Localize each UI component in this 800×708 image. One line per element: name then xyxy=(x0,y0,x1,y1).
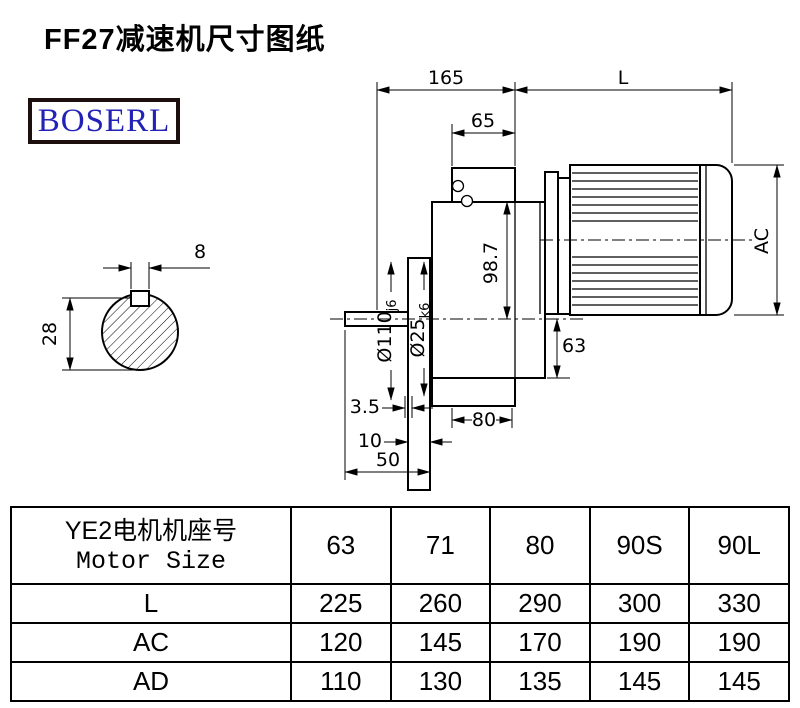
dim-65 xyxy=(451,124,516,166)
section-width-label: 28 xyxy=(39,322,61,346)
dim-AC xyxy=(734,164,784,316)
dim-AC-label: AC xyxy=(751,228,773,254)
header-motor-size: YE2电机机座号 Motor Size xyxy=(10,506,292,585)
dim-50-label: 50 xyxy=(376,449,400,471)
dim-63-label: 63 xyxy=(562,335,586,357)
dim-50 xyxy=(344,330,431,480)
table-cell: 190 xyxy=(588,622,691,663)
motor-outline xyxy=(544,164,733,316)
brand-logo: BOSERL xyxy=(28,98,180,144)
table-header-row: YE2电机机座号 Motor Size 63 71 80 90S 90L xyxy=(10,506,790,585)
column-header-80: 80 xyxy=(489,506,591,585)
column-header-90s: 90S xyxy=(588,506,691,585)
motor-cooling-fins xyxy=(572,172,698,306)
table-cell: 145 xyxy=(688,661,790,702)
table-cell: 170 xyxy=(489,622,591,663)
dim-L xyxy=(514,82,733,163)
dim-shaft-diameter-label: Ø25k6 xyxy=(407,303,433,358)
table-cell: 330 xyxy=(688,583,790,624)
table-row-AC: AC 120 145 170 190 190 xyxy=(10,622,790,663)
table-cell: 225 xyxy=(290,583,392,624)
column-header-71: 71 xyxy=(389,506,492,585)
table-cell: 110 xyxy=(290,661,392,702)
table-row-AD: AD 110 130 135 145 145 xyxy=(10,661,790,702)
motor-size-table: YE2电机机座号 Motor Size 63 71 80 90S 90L L 2… xyxy=(10,506,790,702)
column-header-63: 63 xyxy=(290,506,392,585)
table-cell: 300 xyxy=(588,583,691,624)
key-width-label: 8 xyxy=(194,241,206,263)
table-cell: 145 xyxy=(389,622,492,663)
dim-3-5-label: 3.5 xyxy=(350,396,380,418)
input-flange-bolt-holes xyxy=(451,179,474,208)
shaft-cross-section xyxy=(101,290,179,371)
dim-L-label: L xyxy=(618,67,629,89)
row-label-AD: AD xyxy=(10,661,292,702)
table-cell: 120 xyxy=(290,622,392,663)
section-width-dimension xyxy=(62,297,140,371)
header-motor-size-cn: YE2电机机座号 xyxy=(64,516,238,545)
dim-80-label: 80 xyxy=(472,409,496,431)
gearbox-outline xyxy=(344,167,546,491)
dim-flange-spigot-label: Ø110j6 xyxy=(374,299,400,362)
table-cell: 190 xyxy=(688,622,790,663)
dim-10-label: 10 xyxy=(358,430,382,452)
table-cell: 130 xyxy=(389,661,492,702)
row-label-L: L xyxy=(10,583,292,624)
table-row-L: L 225 260 290 300 330 xyxy=(10,583,790,624)
table-cell: 135 xyxy=(489,661,591,702)
dim-65-label: 65 xyxy=(471,110,495,132)
key-width-dimension xyxy=(103,262,210,289)
page-title: FF27减速机尺寸图纸 xyxy=(44,24,326,56)
header-motor-size-en: Motor Size xyxy=(75,546,227,576)
row-label-AC: AC xyxy=(10,622,292,663)
dim-98-7-label: 98.7 xyxy=(480,242,502,284)
table-cell: 260 xyxy=(389,583,492,624)
column-header-90l: 90L xyxy=(688,506,790,585)
table-cell: 145 xyxy=(588,661,691,702)
technical-drawing: 8 28 xyxy=(39,67,784,491)
dim-3-5 xyxy=(382,396,433,418)
dim-63 xyxy=(547,318,570,379)
brand-logo-text: BOSERL xyxy=(37,102,171,139)
dim-80 xyxy=(451,408,513,428)
dim-165-label: 165 xyxy=(428,67,464,89)
table-cell: 290 xyxy=(489,583,591,624)
